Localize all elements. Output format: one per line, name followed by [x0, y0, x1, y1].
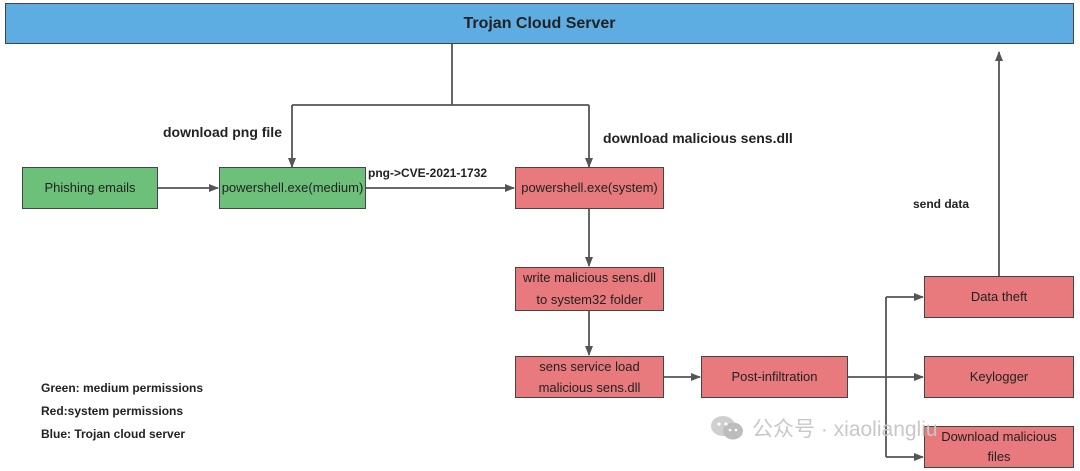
node-write-dll: write malicious sens.dll to system32 fol…	[515, 267, 664, 311]
node-powershell-medium: powershell.exe(medium)	[219, 167, 366, 209]
watermark-text: 公众号 · xiaoliangliu	[752, 418, 938, 441]
node-label: Keylogger	[969, 369, 1029, 384]
edge-label-cve: png->CVE-2021-1732	[368, 166, 488, 180]
node-sens-load: sens service load malicious sens.dll	[515, 356, 664, 398]
node-label: Post-infiltration	[731, 369, 818, 384]
node-label-line2: to system32 folder	[536, 292, 643, 307]
legend-red: Red:system permissions	[41, 404, 184, 418]
node-label-line1: Download malicious	[941, 429, 1057, 444]
legend-green: Green: medium permissions	[41, 381, 204, 395]
edge-server-split	[292, 44, 589, 106]
node-label-line1: write malicious sens.dll	[523, 270, 656, 285]
legend-blue: Blue: Trojan cloud server	[41, 427, 186, 441]
node-phishing-emails: Phishing emails	[22, 167, 158, 209]
server-label: Trojan Cloud Server	[463, 14, 616, 32]
node-label-line1: sens service load	[539, 359, 640, 374]
edge-label-send-data: send data	[913, 197, 970, 211]
node-data-theft: Data theft	[924, 276, 1074, 318]
node-label: powershell.exe(medium)	[221, 180, 364, 195]
edge-label-download-png: download png file	[163, 124, 282, 140]
node-label-line2: malicious sens.dll	[538, 380, 641, 395]
wechat-icon	[711, 416, 743, 440]
node-label: Data theft	[970, 289, 1028, 304]
node-download-files: Download malicious files	[924, 426, 1074, 468]
node-powershell-system: powershell.exe(system)	[515, 167, 664, 209]
node-label-line2: files	[987, 449, 1011, 464]
edge-label-download-dll: download malicious sens.dll	[603, 130, 793, 146]
node-label: Phishing emails	[44, 180, 136, 195]
watermark: 公众号 · xiaoliangliu	[710, 413, 938, 443]
trojan-cloud-server: Trojan Cloud Server	[5, 3, 1074, 44]
node-keylogger: Keylogger	[924, 356, 1074, 398]
node-post-infiltration: Post-infiltration	[701, 356, 848, 398]
node-label: powershell.exe(system)	[521, 180, 658, 195]
